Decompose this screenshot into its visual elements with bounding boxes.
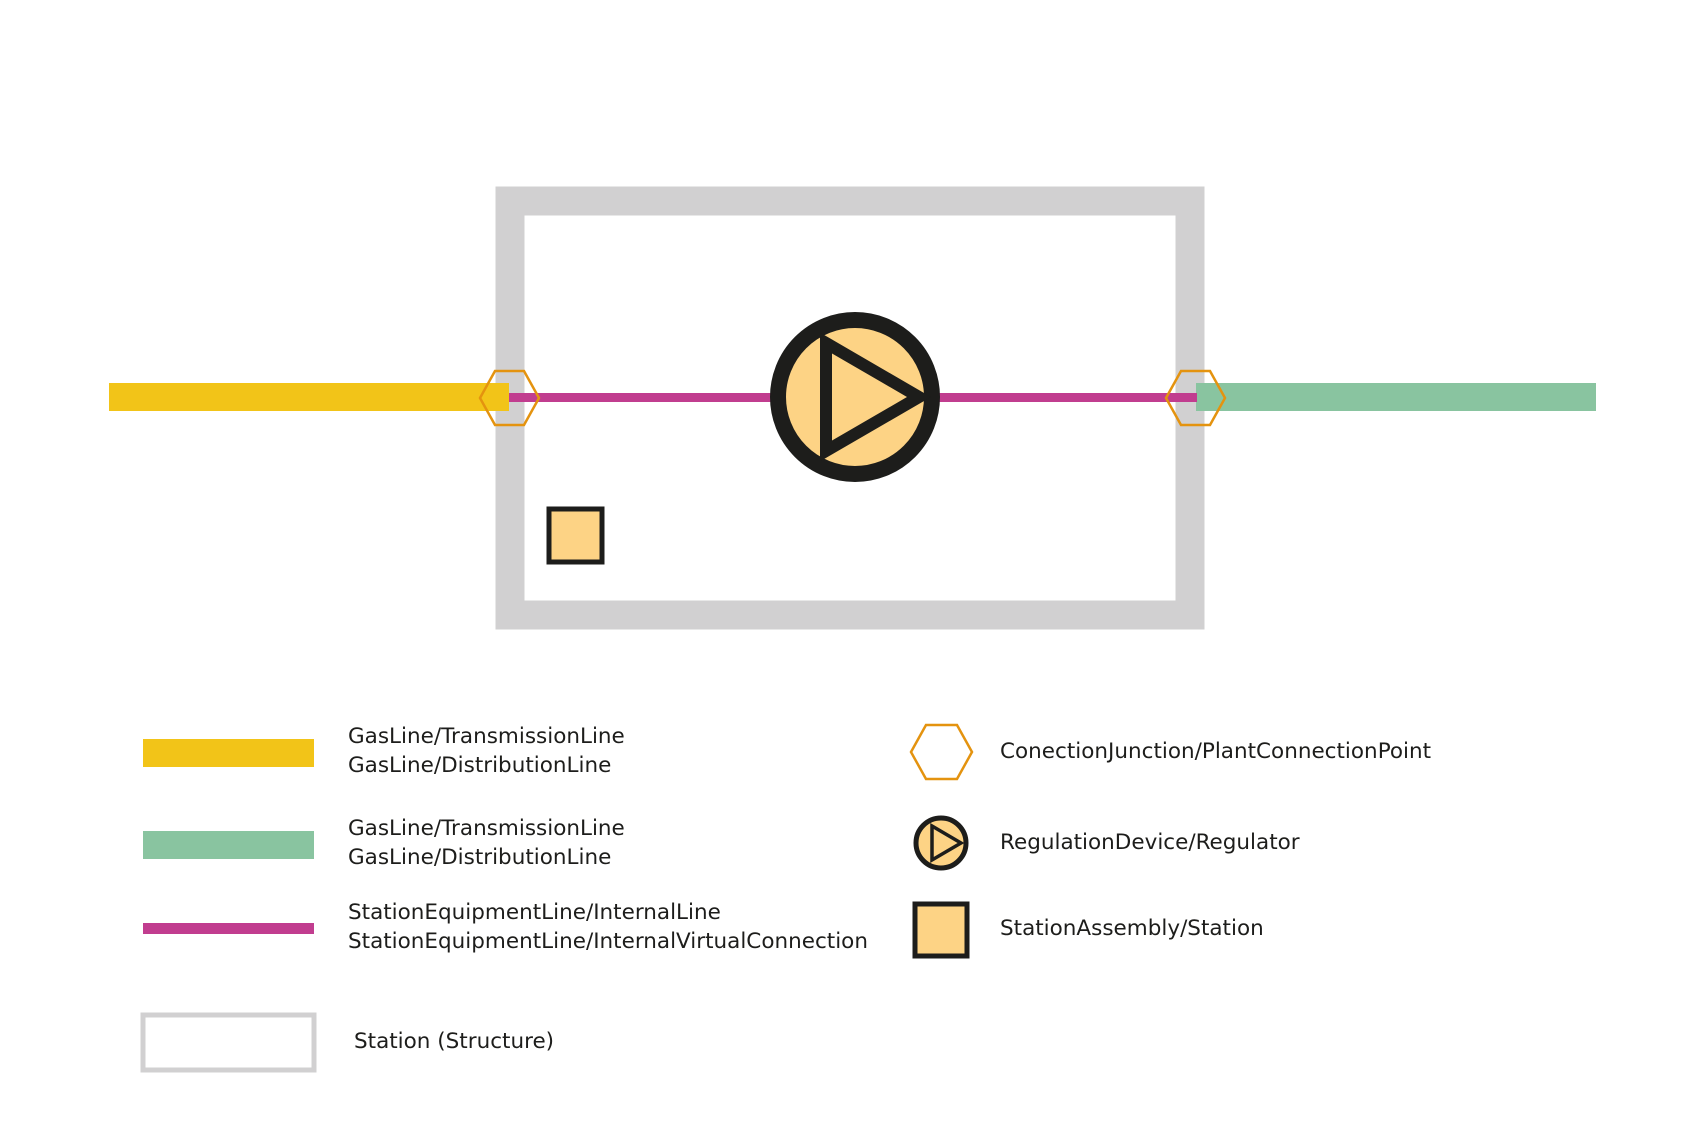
legend-station-structure — [140, 1012, 317, 1073]
legend-label-magenta-line: StationEquipmentLine/InternalLine Statio… — [348, 898, 868, 956]
legend-label-line: GasLine/TransmissionLine — [348, 724, 625, 749]
legend-label-junction: ConectionJunction/PlantConnectionPoint — [1000, 737, 1431, 766]
station-assembly-square-icon — [546, 506, 605, 565]
legend-square-icon — [912, 901, 970, 959]
legend-green-line — [143, 831, 314, 859]
legend-label-green-line: GasLine/TransmissionLine GasLine/Distrib… — [348, 814, 625, 872]
legend-label-line: StationEquipmentLine/InternalVirtualConn… — [348, 929, 868, 954]
legend-label-line: StationAssembly/Station — [1000, 916, 1264, 941]
legend-label-station-assembly: StationAssembly/Station — [1000, 914, 1264, 943]
legend-label-line: StationEquipmentLine/InternalLine — [348, 900, 721, 925]
legend-label-line: ConectionJunction/PlantConnectionPoint — [1000, 739, 1432, 764]
legend-regulator-icon — [913, 815, 969, 871]
legend-label-line: Station (Structure) — [354, 1029, 555, 1054]
upstream-gas-line — [109, 383, 509, 411]
legend-label-station-structure: Station (Structure) — [354, 1027, 554, 1056]
legend-label-line: GasLine/DistributionLine — [348, 753, 612, 778]
internal-line-right — [932, 393, 1197, 402]
legend-label-line: RegulationDevice/Regulator — [1000, 830, 1300, 855]
left-junction-hexagon-icon — [478, 369, 541, 427]
legend-label-yellow-line: GasLine/TransmissionLine GasLine/Distrib… — [348, 722, 625, 780]
legend-label-line: GasLine/DistributionLine — [348, 845, 612, 870]
legend-yellow-line — [143, 739, 314, 767]
legend-hexagon-icon — [909, 723, 974, 781]
station-structure — [495, 186, 1205, 630]
legend-label-line: GasLine/TransmissionLine — [348, 816, 625, 841]
legend-magenta-line — [143, 923, 314, 934]
legend-label-regulator: RegulationDevice/Regulator — [1000, 828, 1300, 857]
internal-line-left — [509, 393, 777, 402]
right-junction-hexagon-icon — [1164, 369, 1227, 427]
downstream-gas-line — [1196, 383, 1596, 411]
regulator-icon — [770, 312, 940, 482]
